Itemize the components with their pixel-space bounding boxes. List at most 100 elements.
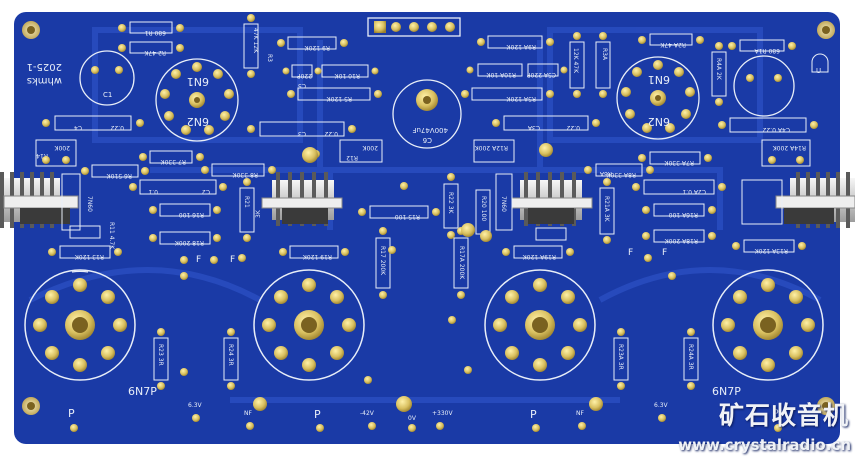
resistor-r10: R10 10K — [321, 64, 379, 79]
label-p-2: P — [314, 408, 321, 421]
bottom-connector-labels: P 6.3V NF P -42V 0V +330V P NF 6.3V P — [68, 402, 779, 422]
cap-c1a — [733, 55, 795, 117]
label-c3a-value: 0.22 — [566, 124, 580, 131]
resistor-r8: R8 330K — [201, 163, 276, 178]
label-r6: R6 510K — [106, 172, 132, 179]
label-nf-right: NF — [576, 410, 584, 417]
resistor-r8a: R8A 330K — [584, 163, 654, 178]
resistor-r13a: R13A 120K — [732, 239, 806, 254]
label-r20: R20 100 — [480, 196, 487, 221]
tube-label-6n2-left: 6N2 — [187, 115, 209, 128]
label-c5a: C5A 220P — [527, 71, 556, 78]
resistor-r18a: R18A 200K — [642, 229, 716, 244]
label-f2: F — [230, 255, 235, 265]
label-p-1: P — [68, 407, 75, 420]
label-r23: R23 3R — [157, 344, 164, 366]
resistor-r22: R22 3K — [443, 173, 459, 239]
label-c2: C2 — [202, 188, 210, 195]
label-c2-value: 0.1 — [148, 188, 158, 195]
label-r2: R2 47K — [143, 49, 166, 56]
label-r13a: R13A 120K — [754, 247, 788, 254]
resistor-r12a: R12A 200K — [473, 139, 553, 163]
label-r10: R10 10K — [334, 72, 360, 79]
resistor-r19a: R19A 120K — [502, 245, 574, 260]
tube-label-6n7p-left: 6N7P — [128, 385, 157, 398]
label-r6a: R6A — [599, 170, 612, 177]
resistor-r9a: R9A 120K — [477, 35, 554, 50]
resistor-r19: R19 120K — [279, 245, 349, 260]
resistor-r14: 200K R14 — [35, 139, 77, 167]
resistor-r21a: R21A 3K — [599, 178, 615, 244]
resistor-r6a: R6A — [599, 170, 612, 177]
label-r12-value: 200K — [362, 144, 378, 151]
label-6v3-left: 6.3V — [188, 402, 203, 409]
label-p-3: P — [530, 408, 537, 421]
label-r1: 680 R1 — [144, 29, 166, 36]
resistor-r16: R16 100 — [149, 203, 221, 218]
resistor-r2: R2 47K — [118, 41, 184, 56]
label-f4: F — [662, 248, 667, 258]
label-r1a: 680 R1A — [754, 47, 780, 54]
label-r17: R17 200K — [379, 246, 386, 276]
tube-socket-output-3 — [484, 269, 596, 381]
label-c2a: C2A 0.1 — [682, 188, 706, 195]
label-r14a: R14A 200K — [772, 144, 806, 151]
label-r18: R18 200K — [174, 239, 204, 246]
label-mosfet-left: 7N60 — [86, 196, 93, 212]
label-u1: U — [816, 67, 821, 75]
label-c1: C1 — [103, 91, 112, 99]
resistor-r3: 47K 12K R3 — [243, 14, 273, 78]
cap-c3a: 0.22 C3A — [492, 115, 600, 131]
resistor-r1: 680 R1 — [118, 21, 184, 36]
connector-top — [367, 17, 461, 37]
label-r8a: R8A 330K — [606, 171, 636, 178]
tube-socket-output-4 — [712, 269, 824, 381]
heatsink-right — [741, 172, 855, 228]
label-r5: R5 120K — [326, 95, 352, 102]
watermark-site-name: 矿石收音机 — [718, 401, 849, 430]
resistor-r11: R11 4.7K — [69, 222, 115, 250]
resistor-r2a: R2A 47K — [638, 33, 704, 48]
label-minus42v: -42V — [360, 410, 375, 417]
label-r23a: R23A 3R — [617, 344, 624, 370]
label-r5a: R5A 120K — [506, 95, 536, 102]
label-r3a: R3A — [601, 48, 608, 61]
transistor-u1: U — [811, 53, 829, 75]
resistor-r21: R21 3K — [239, 178, 262, 242]
tube-label-6n1-right: 6N1 — [648, 73, 670, 86]
via-pads — [180, 182, 676, 384]
label-r16a: R16A 100 — [669, 211, 698, 218]
watermark-url: www.crystalradio.cn — [678, 436, 851, 454]
heatsink-center-right: 7N60 — [495, 172, 593, 231]
bottom-pads — [70, 414, 782, 432]
resistor-r7a: R7A 330K — [638, 151, 712, 166]
tube-label-6n7p-right: 6N7P — [712, 385, 741, 398]
label-r4a: R4A 2K — [715, 58, 722, 81]
label-plus330v: +330V — [432, 410, 453, 417]
resistor-r5a: R5A 120K — [461, 87, 554, 102]
resistor-r23a: R23A 3R — [613, 328, 629, 390]
cap-c2a: C2A 0.1 — [632, 179, 726, 195]
label-r24a: R24A 3R — [687, 344, 694, 370]
tube-socket-output-2 — [253, 269, 365, 381]
label-r8: R8 330K — [232, 171, 258, 178]
resistor-r17: R17 200K — [375, 227, 391, 299]
label-r10a: R10A 10K — [486, 71, 516, 78]
label-r16: R16 100 — [179, 211, 204, 218]
label-c4a: C4A 0.22 — [762, 126, 790, 133]
resistor-r11a — [535, 227, 567, 241]
label-p-4: P — [772, 407, 779, 420]
resistor-r9: R9 120K — [277, 36, 348, 51]
signature-line1: whmks — [27, 75, 62, 86]
label-c4-value: 0.22 — [110, 124, 124, 131]
label-r21-value: 3K — [255, 209, 262, 218]
cap-c4a: C4A 0.22 — [718, 117, 818, 133]
cap-c5: 220P C5 — [282, 64, 322, 89]
label-c3: C3 — [298, 130, 306, 137]
cap-c4: 0.22 C4 — [42, 115, 144, 131]
tube-label-6n2-right: 6N2 — [648, 115, 670, 128]
resistor-r23: R23 3R — [153, 328, 169, 390]
label-r18a: R18A 200K — [664, 237, 698, 244]
label-c3a: C3A — [527, 124, 540, 131]
